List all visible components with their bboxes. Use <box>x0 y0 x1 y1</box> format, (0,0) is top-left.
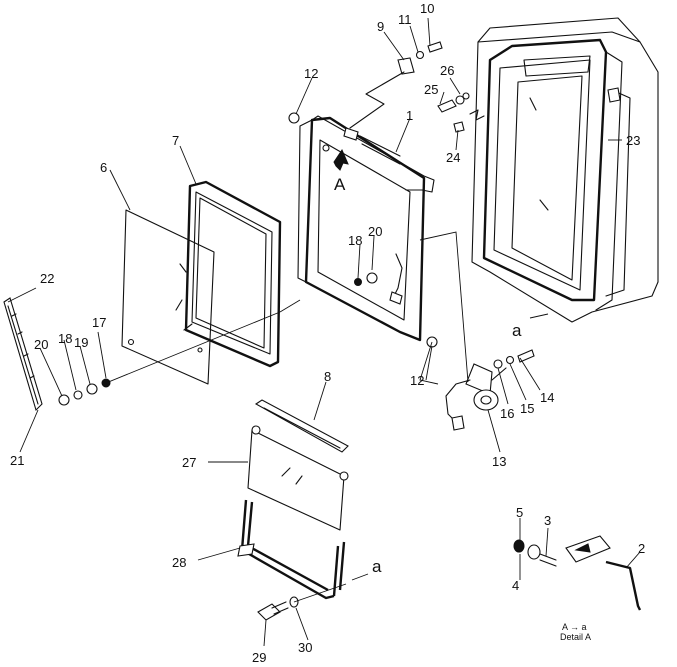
bolts-25-26 <box>437 92 485 133</box>
callout-5: 5 <box>516 505 523 520</box>
callout-17: 17 <box>92 315 106 330</box>
view-marker-a: A <box>334 175 346 194</box>
wiper-motor <box>445 363 507 431</box>
fasteners-left <box>58 378 111 406</box>
callout-24: 24 <box>446 150 460 165</box>
callout-28: 28 <box>172 555 186 570</box>
callout-25: 25 <box>424 82 438 97</box>
callout-2: 2 <box>638 541 645 556</box>
reference-a-top: a <box>512 321 522 340</box>
callouts: 1 2 3 4 5 6 7 8 9 10 11 12 12 13 14 15 1… <box>10 1 645 665</box>
callout-14: 14 <box>540 390 554 405</box>
callout-23: 23 <box>626 133 640 148</box>
callout-12-top: 12 <box>304 66 318 81</box>
detail-caption-line2: Detail A <box>560 632 591 642</box>
callout-29: 29 <box>252 650 266 665</box>
fasteners-center <box>288 112 438 348</box>
callout-1: 1 <box>406 108 413 123</box>
callout-20-center: 20 <box>368 224 382 239</box>
wiper-arm <box>3 297 43 412</box>
callout-18-center: 18 <box>348 233 362 248</box>
lower-frame <box>237 499 346 600</box>
reference-a-bottom: a <box>372 557 382 576</box>
callout-26: 26 <box>440 63 454 78</box>
window-frame <box>297 115 435 342</box>
callout-7: 7 <box>172 133 179 148</box>
fasteners-motor <box>493 349 535 369</box>
bolt-29-washer-30 <box>257 596 299 621</box>
callout-10: 10 <box>420 1 434 16</box>
callout-3: 3 <box>544 513 551 528</box>
window-seal <box>184 180 282 368</box>
callout-20-left: 20 <box>34 337 48 352</box>
callout-19: 19 <box>74 335 88 350</box>
detail-caption-line1: A → a <box>562 622 587 632</box>
leader-lines <box>7 17 641 647</box>
callout-22: 22 <box>40 271 54 286</box>
mounting-bracket-top <box>349 41 443 129</box>
cab-body <box>471 17 659 323</box>
lower-rail <box>254 399 349 453</box>
callout-6: 6 <box>100 160 107 175</box>
callout-11: 11 <box>398 12 412 27</box>
callout-15: 15 <box>520 401 534 416</box>
callout-8: 8 <box>324 369 331 384</box>
callout-12-bottom: 12 <box>410 373 424 388</box>
callout-13: 13 <box>492 454 506 469</box>
callout-18-left: 18 <box>58 331 72 346</box>
callout-16: 16 <box>500 406 514 421</box>
callout-21: 21 <box>10 453 24 468</box>
lower-glass <box>247 425 349 531</box>
callout-27: 27 <box>182 455 196 470</box>
callout-9: 9 <box>377 19 384 34</box>
detail-a <box>513 535 642 611</box>
callout-30: 30 <box>298 640 312 655</box>
window-glass <box>121 209 215 385</box>
callout-4: 4 <box>512 578 519 593</box>
